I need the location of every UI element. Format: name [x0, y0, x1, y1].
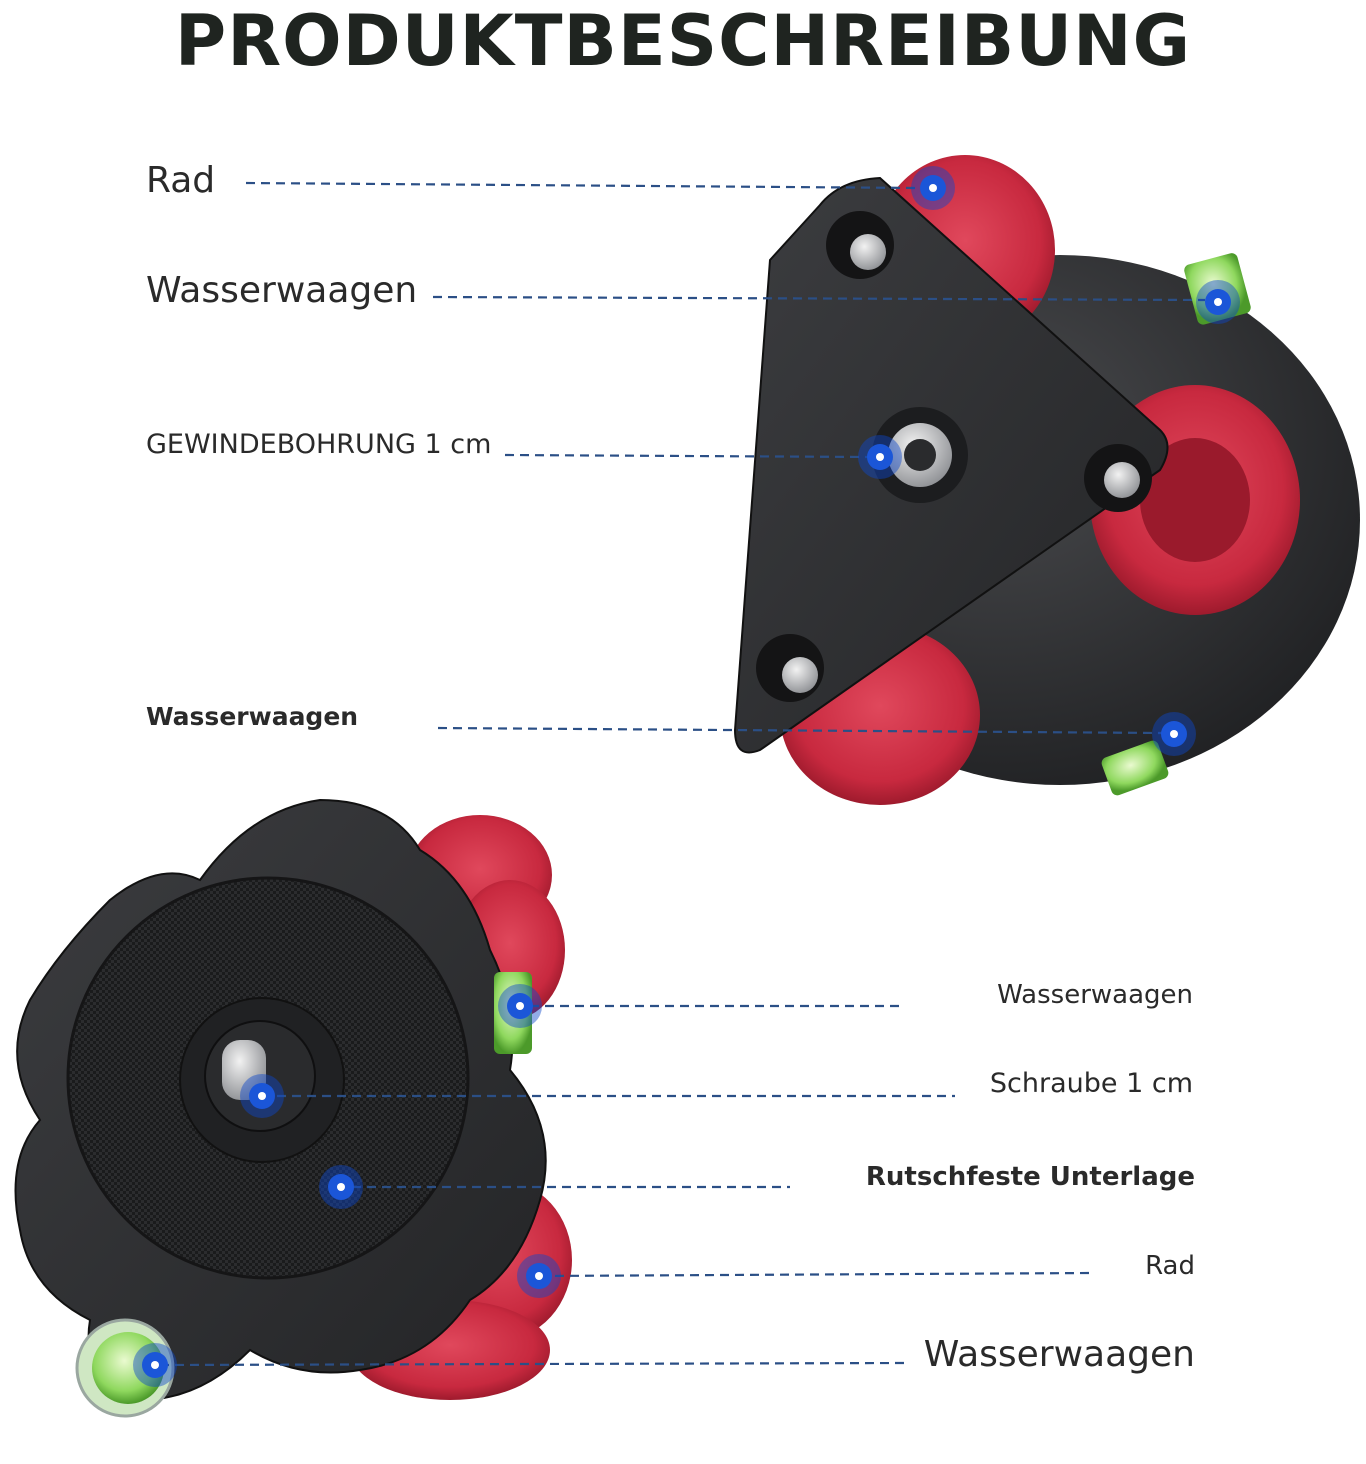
leader-lines: [159, 181, 1206, 1367]
bottom-device: [14, 798, 572, 1418]
marker-wasserwaagen-bottom: [133, 1343, 177, 1387]
label-wasserwaagen-right: Wasserwaagen: [997, 980, 1193, 1010]
label-wasserwaagen-top: Wasserwaagen: [146, 270, 418, 311]
page-title: PRODUKTBESCHREIBUNG: [174, 0, 1192, 82]
label-wasserwaagen-bottom: Wasserwaagen: [923, 1334, 1195, 1375]
marker-rutschfeste: [319, 1165, 363, 1209]
marker-schraube: [240, 1074, 284, 1118]
marker-wasserwaagen-top: [1196, 280, 1240, 324]
marker-rad-top: [911, 166, 955, 210]
label-gewindebohrung: GEWINDEBOHRUNG 1 cm: [146, 429, 492, 460]
label-schraube: Schraube 1 cm: [989, 1068, 1193, 1099]
marker-wasserwaagen-mid: [1152, 712, 1196, 756]
marker-rad-bottom: [517, 1254, 561, 1298]
label-wasserwaagen-mid: Wasserwaagen: [146, 702, 359, 731]
marker-gewindebohrung: [858, 435, 902, 479]
marker-wasserwaagen-right: [498, 984, 542, 1028]
label-rutschfeste: Rutschfeste Unterlage: [865, 1162, 1195, 1192]
label-rad-bottom: Rad: [1145, 1251, 1195, 1281]
label-rad-top: Rad: [146, 160, 216, 201]
top-device: [733, 155, 1360, 805]
